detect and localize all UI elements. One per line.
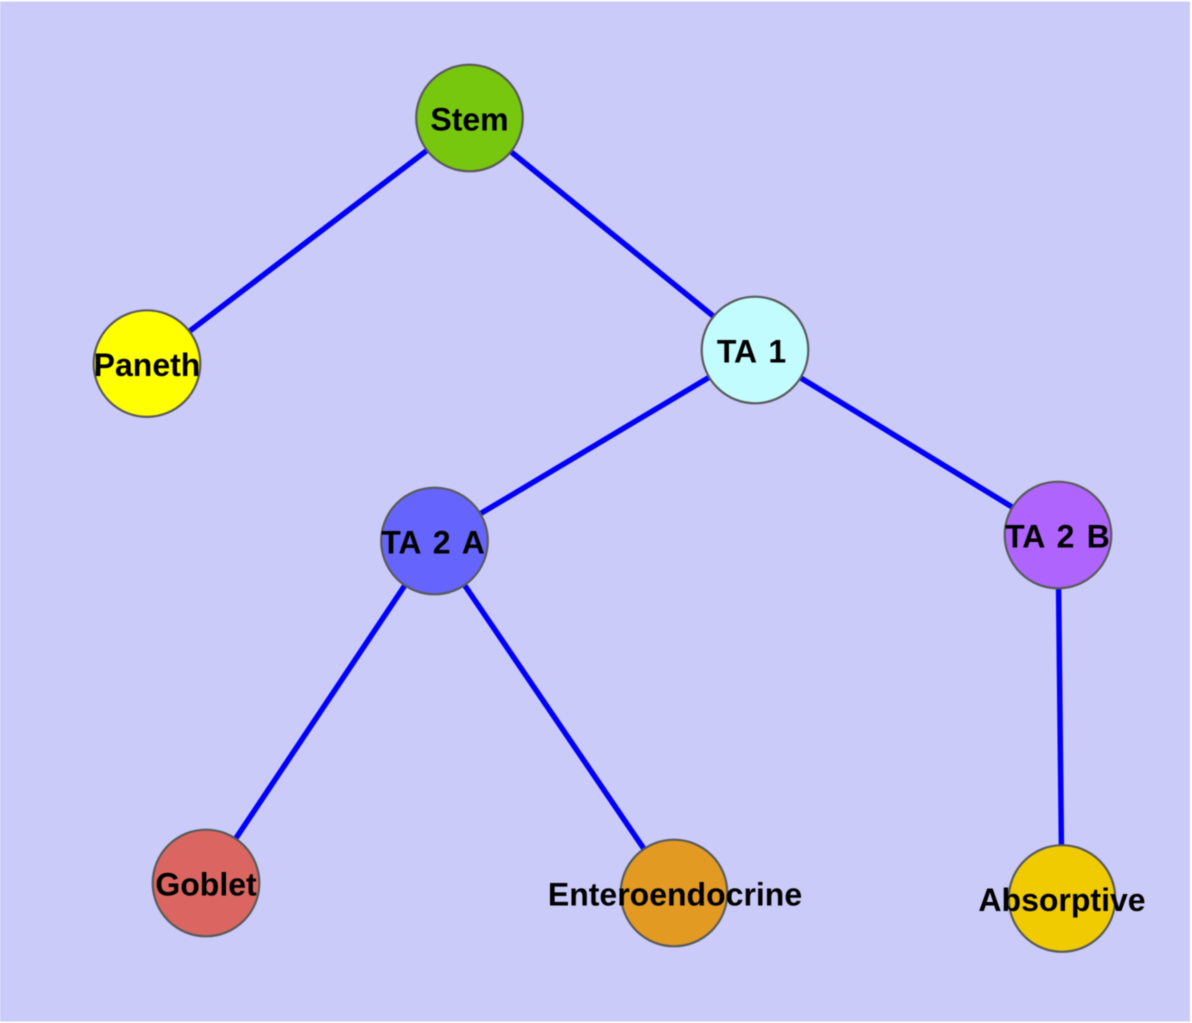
svg-text:Enteroendocrine: Enteroendocrine	[548, 877, 802, 913]
svg-text:Absorptive: Absorptive	[978, 882, 1145, 918]
svg-text:Stem: Stem	[430, 102, 508, 138]
svg-text:Paneth: Paneth	[94, 347, 201, 383]
svg-text:Goblet: Goblet	[155, 867, 257, 903]
svg-text:TA 2 B: TA 2 B	[1005, 519, 1110, 555]
svg-text:TA 2 A: TA 2 A	[381, 525, 485, 561]
svg-text:TA 1: TA 1	[717, 334, 786, 370]
